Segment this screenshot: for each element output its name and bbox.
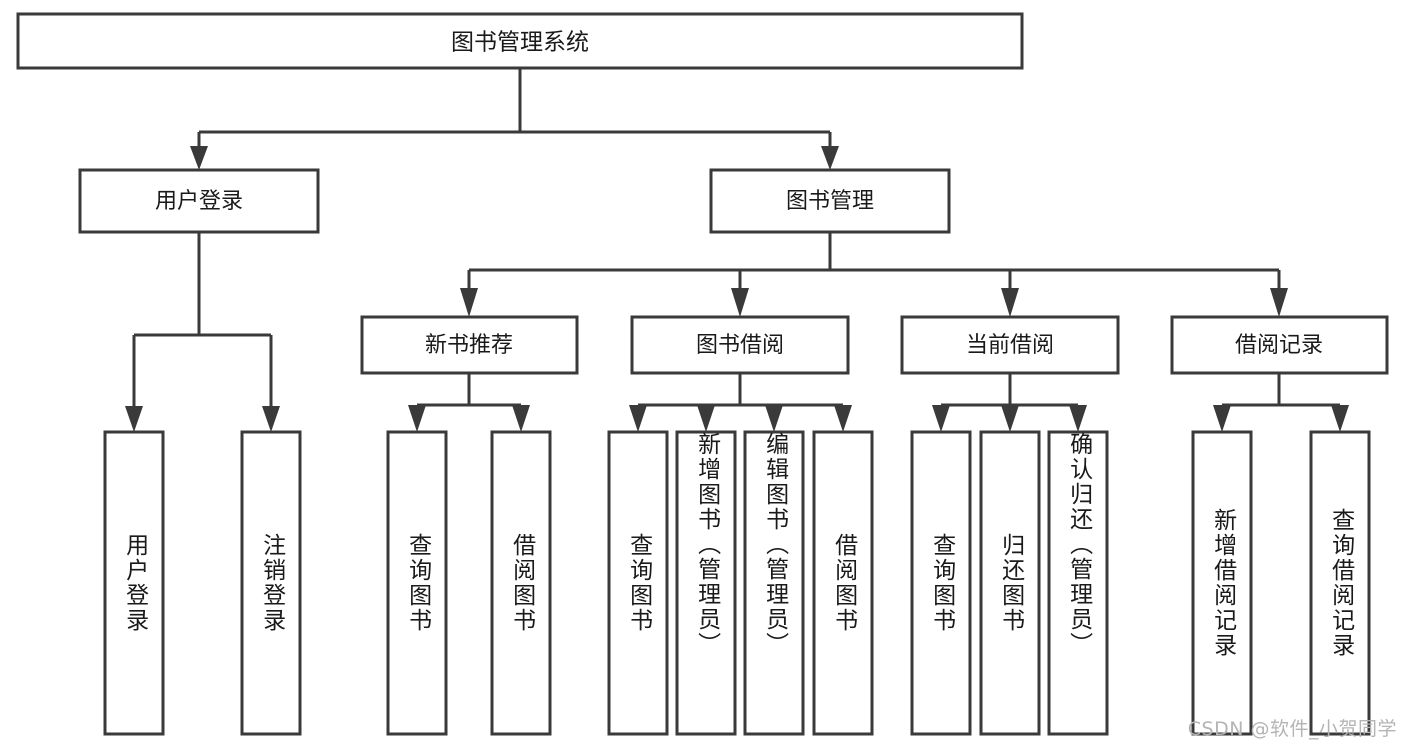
arrow-current-leaf-2 — [1069, 405, 1087, 432]
arrow-current-leaf-0 — [932, 405, 950, 432]
leaf-current-0[interactable] — [910, 430, 972, 736]
arrow-borrow-leaf-3 — [834, 405, 852, 432]
arrow-book-mgmt-to-borrow — [731, 288, 749, 317]
leaf-borrow-2[interactable] — [743, 430, 805, 736]
node-new-book-recommend-label: 新书推荐 — [425, 333, 513, 358]
leaf-user-login-1[interactable] — [240, 430, 302, 736]
arrow-book-mgmt-to-new-book — [460, 288, 478, 317]
node-borrow-record[interactable] — [1170, 315, 1389, 375]
csdn-watermark: CSDN @软件_小贺同学 — [1187, 718, 1397, 740]
arrow-borrow-leaf-0 — [629, 405, 647, 432]
arrow-current-leaf-1 — [1001, 405, 1019, 432]
node-borrow-record-label: 借阅记录 — [1235, 333, 1323, 358]
leaf-record-1[interactable] — [1309, 430, 1371, 736]
node-root-label: 图书管理系统 — [451, 30, 589, 56]
arrow-borrow-leaf-2 — [765, 405, 783, 432]
node-root[interactable] — [16, 12, 1024, 70]
leaf-user-login-0[interactable] — [103, 430, 165, 736]
leaf-borrow-1[interactable] — [675, 430, 737, 736]
leaf-new-book-0[interactable] — [386, 430, 448, 736]
node-layer: 图书管理系统 用户登录 图书管理 新书推荐 图书借阅 当前借阅 借阅记录 — [16, 12, 1389, 736]
arrow-book-mgmt-to-current — [1001, 288, 1019, 317]
node-user-login[interactable] — [78, 168, 320, 234]
leaf-new-book-1[interactable] — [490, 430, 552, 736]
arrow-root-to-book-mgmt — [821, 146, 839, 170]
leaf-record-0[interactable] — [1191, 430, 1253, 736]
arrow-record-leaf-1 — [1331, 405, 1349, 432]
node-new-book-recommend[interactable] — [360, 315, 579, 375]
leaf-borrow-3[interactable] — [812, 430, 874, 736]
node-book-borrow[interactable] — [630, 315, 850, 375]
arrow-borrow-leaf-1 — [697, 405, 715, 432]
node-current-borrow[interactable] — [900, 315, 1120, 375]
node-book-management[interactable] — [709, 168, 951, 234]
node-book-management-label: 图书管理 — [786, 189, 874, 214]
arrow-user-login-leaf-1 — [262, 406, 280, 432]
leaf-current-2[interactable] — [1047, 430, 1109, 736]
arrow-user-login-leaf-0 — [125, 406, 143, 432]
arrow-new-book-leaf-0 — [408, 405, 426, 432]
leaf-borrow-0[interactable] — [607, 430, 669, 736]
arrow-book-mgmt-to-record — [1270, 288, 1288, 317]
node-book-borrow-label: 图书借阅 — [696, 333, 784, 358]
arrow-record-leaf-0 — [1213, 405, 1231, 432]
node-current-borrow-label: 当前借阅 — [966, 333, 1054, 358]
connector-layer — [125, 68, 1349, 432]
arrow-new-book-leaf-1 — [512, 405, 530, 432]
node-user-login-label: 用户登录 — [155, 189, 243, 214]
arrow-root-to-user-login — [190, 146, 208, 170]
leaf-current-1[interactable] — [979, 430, 1041, 736]
